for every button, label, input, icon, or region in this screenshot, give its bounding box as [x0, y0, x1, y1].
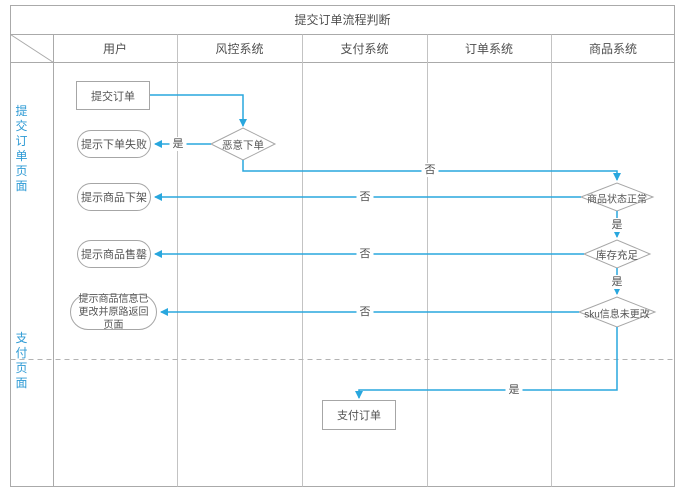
lane-header-order-system: 订单系统 [464, 41, 513, 56]
node-submit-order: 提交订单 [76, 81, 150, 110]
edge-submit-to-malicious [150, 94, 247, 127]
row-label-payment-page: 支付页面 [15, 331, 28, 390]
node-info-changed: 提示商品信息已更改并原路返回页面 [70, 294, 157, 331]
edge-label-no-stock: 否 [356, 247, 374, 261]
corner-diagonal [10, 34, 54, 63]
swimlane-grid [10, 5, 675, 487]
node-product-soldout: 提示商品售罄 [77, 240, 151, 268]
node-sku-check-shape [577, 296, 657, 328]
edge-label-no-malicious: 否 [421, 163, 439, 177]
decision-shapes [209, 127, 657, 328]
lane-header-user: 用户 [102, 41, 127, 56]
edge-label-no-status: 否 [356, 190, 374, 204]
edge-label-yes-stock: 是 [608, 275, 626, 289]
node-order-fail: 提示下单失败 [77, 130, 151, 158]
edge-label-yes-malicious: 是 [169, 137, 187, 151]
node-malicious-check-label: 恶意下单 [222, 139, 264, 152]
edge-label-no-sku: 否 [356, 305, 374, 319]
node-product-offshelf: 提示商品下架 [77, 183, 151, 211]
node-status-check-label: 商品状态正常 [587, 194, 647, 206]
edge-sku-yes-pay [355, 327, 618, 399]
edge-label-yes-status: 是 [608, 218, 626, 232]
node-stock-check-shape [582, 239, 652, 269]
edge-label-yes-sku: 是 [505, 383, 523, 397]
node-malicious-check-shape [209, 127, 277, 161]
diagram-title: 提交订单流程判断 [294, 13, 391, 27]
lane-header-payment-system: 支付系统 [340, 41, 389, 56]
lane-header-product-system: 商品系统 [588, 41, 637, 56]
node-stock-check-label: 库存充足 [596, 249, 638, 262]
lane-header-risk-system: 风控系统 [215, 41, 264, 56]
row-label-submit-order-page: 提交订单页面 [15, 103, 28, 193]
node-pay-order: 支付订单 [322, 400, 396, 430]
node-sku-check-label: sku信息未更改 [584, 309, 650, 321]
node-status-check-shape [579, 182, 655, 212]
